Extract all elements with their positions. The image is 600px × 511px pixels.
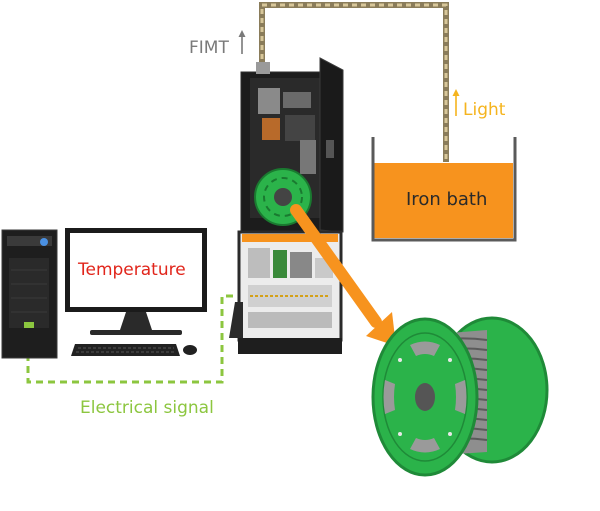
- flow-arrow-icon: [290, 204, 396, 346]
- light-arrow-icon: [452, 89, 460, 116]
- screen-temperature-text: Temperature: [78, 260, 186, 280]
- fimt-cabinet: [229, 57, 344, 354]
- iron-bath-label: Iron bath: [406, 189, 488, 210]
- keyboard: [71, 344, 180, 356]
- light-label: Light: [463, 100, 506, 120]
- fiber-reel: [371, 316, 549, 477]
- iron-bath: [371, 137, 517, 242]
- electrical-signal-line: [26, 294, 250, 384]
- fimt-arrow-icon: [238, 30, 246, 54]
- optical-fiber: [259, 2, 449, 162]
- monitor: [65, 228, 207, 335]
- mouse: [183, 345, 197, 355]
- computer-tower: [1, 229, 58, 359]
- electrical-signal-label: Electrical signal: [80, 398, 214, 418]
- fimt-label: FIMT: [189, 38, 229, 58]
